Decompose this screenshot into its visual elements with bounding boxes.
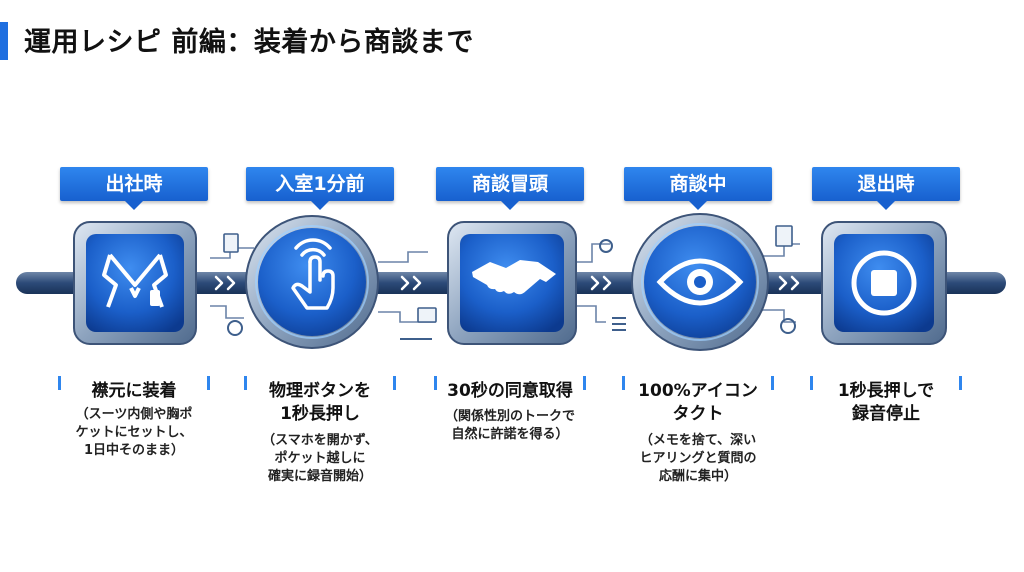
desc-frame [434, 376, 586, 390]
chevron-right-icon [214, 275, 224, 291]
step-sub-text: （関係性別のトークで 自然に許諾を得る） [444, 409, 575, 442]
step-main-text: 物理ボタンを 1秒長押し [269, 381, 371, 424]
step-main-text: 100%アイコン タクト [638, 381, 758, 424]
chevron-right-icon [790, 275, 800, 291]
finger-press-icon [291, 238, 335, 310]
gear-icon [780, 318, 796, 334]
desc-frame [58, 376, 210, 390]
node-3 [447, 221, 577, 345]
phase-label: 商談冒頭 [436, 167, 584, 210]
chevron-right-icon [602, 275, 612, 291]
step-5: 退出時 1秒長押しで 録音停止 [810, 0, 990, 572]
node-2 [245, 215, 379, 349]
chevron-right-icon [412, 275, 422, 291]
chevron-right-icon [590, 275, 600, 291]
step-sub-text: （スーツ内側や胸ポ ケットにセットし、 1日中そのまま） [75, 407, 193, 458]
step-sub-text: （スマホを開かず、 ポケット越しに 確実に録音開始） [262, 433, 378, 484]
document-icon [775, 225, 793, 247]
eye-icon [656, 258, 744, 306]
phase-label: 商談中 [624, 167, 772, 210]
gear-icon [227, 320, 243, 336]
title-accent-bar [0, 22, 8, 60]
step-1: 出社時 襟元に装着 （スーツ内側や胸ポ ケットにセットし、 1日中そのまま） [58, 0, 238, 572]
node-1 [73, 221, 197, 345]
step-3: 商談冒頭 30秒の同意取得 （関係性別のトークで 自然に許諾を得る） [434, 0, 614, 572]
phase-label: 出社時 [60, 167, 208, 210]
chevron-right-icon [226, 275, 236, 291]
step-main-text: 襟元に装着 [91, 381, 177, 401]
node-5 [821, 221, 947, 345]
document-icon [417, 307, 437, 323]
gear-icon [599, 239, 613, 253]
node-4 [631, 213, 769, 351]
desc-frame [244, 376, 396, 390]
step-4: 商談中 100%アイコン タクト （メモを捨て、深い ヒアリングと質問の 応酬に… [622, 0, 802, 572]
phase-label: 退出時 [812, 167, 960, 210]
step-main-text: 1秒長押しで 録音停止 [837, 381, 935, 424]
step-sub-text: （メモを捨て、深い ヒアリングと質問の 応酬に集中） [639, 433, 757, 484]
chevron-right-icon [778, 275, 788, 291]
stop-button-icon [851, 250, 917, 316]
desc-frame [810, 376, 962, 390]
desc-frame [622, 376, 774, 390]
chevron-right-icon [400, 275, 410, 291]
step-2: 入室1分前 物理ボタンを 1秒長押し （スマホを開かず、 ポケット越しに 確実に… [244, 0, 424, 572]
phase-label: 入室1分前 [246, 167, 394, 210]
document-edit-icon [223, 233, 239, 253]
page-title: 運用レシピ 前編：装着から商談まで [24, 27, 474, 58]
step-main-text: 30秒の同意取得 [447, 381, 573, 401]
handshake-icon [472, 260, 556, 295]
